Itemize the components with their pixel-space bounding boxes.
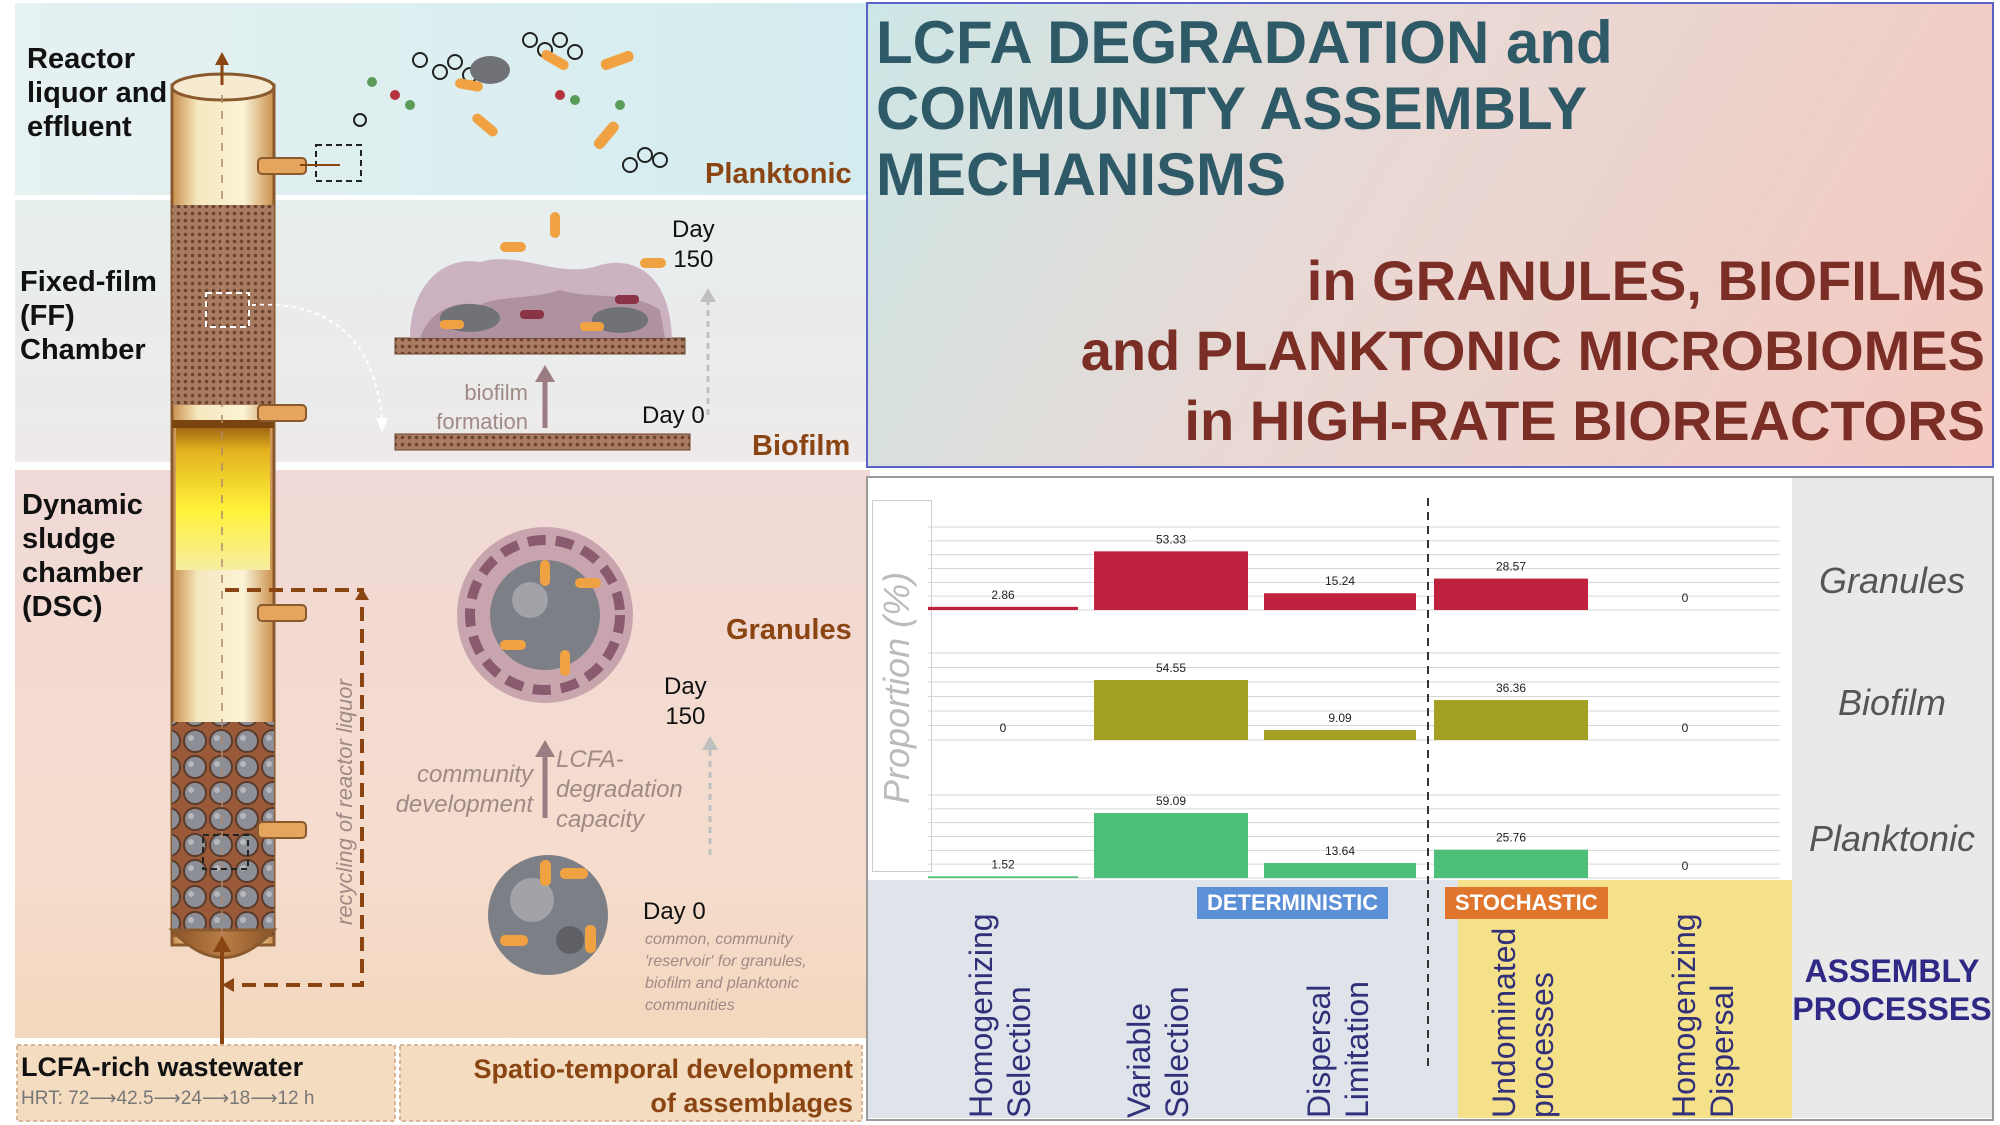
value-label-biofilm-4: 0 — [1682, 721, 1689, 735]
bar-granules-2 — [1264, 593, 1416, 610]
biofilm-zone-label: Biofilm — [752, 430, 851, 462]
bar-planktonic-0 — [928, 876, 1078, 878]
bar-granules-3 — [1434, 578, 1588, 610]
value-label-granules-0: 2.86 — [991, 588, 1015, 602]
bar-planktonic-3 — [1434, 849, 1588, 878]
row-label-planktonic: Planktonic — [1808, 818, 1976, 859]
ylabel-box — [872, 500, 932, 872]
row-label-biofilm: Biofilm — [1837, 682, 1947, 723]
value-label-planktonic-0: 1.52 — [991, 857, 1015, 871]
value-label-granules-2: 15.24 — [1325, 574, 1355, 588]
deterministic-region — [868, 880, 1468, 1118]
hrt-label: HRT: 72⟶42.5⟶24⟶18⟶12 h — [21, 1088, 315, 1109]
left-panel-background — [15, 3, 870, 1122]
biofilm-illustration — [394, 212, 716, 451]
stochastic-badge: STOCHASTIC — [1445, 887, 1608, 919]
value-label-biofilm-2: 9.09 — [1328, 711, 1352, 725]
recycling-loop — [222, 588, 369, 992]
bar-biofilm-2 — [1264, 730, 1416, 740]
stochastic-region — [1458, 880, 1792, 1118]
fixed-film-label: Fixed-film (FF) Chamber — [20, 266, 157, 366]
planktonic-illustration — [353, 32, 668, 173]
lcfa-capacity-label: LCFA- degradation capacity — [556, 746, 683, 833]
value-label-planktonic-3: 25.76 — [1496, 831, 1526, 845]
reactor-liquor-label: Reactor liquor and effluent — [27, 43, 168, 143]
title-upper: LCFA DEGRADATION and COMMUNITY ASSEMBLY … — [876, 9, 1613, 208]
biofilm-formation-label: biofilm formation — [436, 380, 528, 434]
spatio-label: Spatio-temporal development of assemblag… — [473, 1054, 853, 1118]
granule-day150: Day 150 — [664, 673, 707, 730]
title-panel — [866, 2, 1994, 468]
value-label-planktonic-1: 59.09 — [1156, 794, 1186, 808]
bar-planktonic-2 — [1264, 862, 1416, 878]
dsc-label: Dynamic sludge chamber (DSC) — [22, 489, 143, 623]
deterministic-badge: DETERMINISTIC — [1197, 887, 1389, 919]
row-label-column — [1792, 478, 1992, 1118]
value-label-planktonic-4: 0 — [1682, 859, 1689, 873]
value-label-granules-1: 53.33 — [1156, 532, 1186, 546]
bar-planktonic-1 — [1094, 813, 1248, 878]
bar-biofilm-1 — [1094, 679, 1248, 740]
wastewater-box — [16, 1044, 396, 1122]
value-label-biofilm-0: 0 — [1000, 721, 1007, 735]
bar-biofilm-3 — [1434, 700, 1588, 740]
wastewater-label: LCFA-rich wastewater — [21, 1052, 304, 1082]
value-label-biofilm-1: 54.55 — [1156, 661, 1186, 675]
bar-granules-1 — [1094, 551, 1248, 610]
reservoir-note: common, community 'reservoir' for granul… — [645, 931, 807, 1014]
row-label-granules: Granules — [1818, 560, 1966, 601]
value-label-granules-3: 28.57 — [1496, 560, 1526, 574]
title-lower: in GRANULES, BIOFILMS and PLANKTONIC MIC… — [1080, 249, 1985, 452]
bar-granules-0 — [928, 606, 1078, 610]
granules-illustration — [457, 527, 718, 975]
biofilm-day0: Day 0 — [642, 402, 705, 429]
value-label-granules-4: 0 — [1682, 591, 1689, 605]
assembly-processes-label: ASSEMBLY PROCESSES — [1792, 953, 1992, 1027]
reactor-column — [168, 52, 388, 1045]
granule-day0: Day 0 — [643, 898, 706, 925]
spatio-box — [399, 1044, 863, 1122]
planktonic-zone-label: Planktonic — [705, 158, 852, 190]
value-label-planktonic-2: 13.64 — [1325, 844, 1355, 858]
biofilm-day150: Day 150 — [672, 216, 715, 273]
value-label-biofilm-3: 36.36 — [1496, 681, 1526, 695]
community-development-label: community development — [395, 761, 533, 818]
granules-zone-label: Granules — [726, 614, 852, 646]
